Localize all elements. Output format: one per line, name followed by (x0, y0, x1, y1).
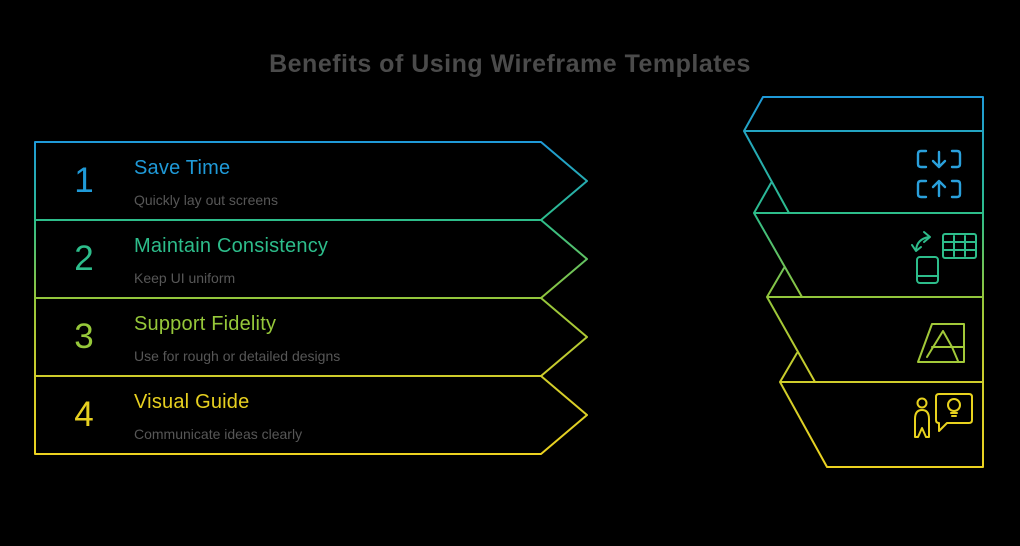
row-number: 1 (74, 161, 94, 200)
row-number: 4 (74, 395, 94, 434)
row-shape-4 (34, 375, 588, 455)
design-tool-icon (917, 323, 965, 363)
row-shape-1 (34, 141, 588, 221)
compress-arrows-icon (916, 149, 962, 199)
page-title: Benefits of Using Wireframe Templates (269, 50, 751, 78)
row-number: 2 (74, 239, 94, 278)
device-switch-icon (911, 231, 977, 284)
row-description: Keep UI uniform (134, 270, 236, 286)
row-description: Quickly lay out screens (134, 192, 278, 208)
row-title: Save Time (134, 157, 231, 179)
row-title: Visual Guide (134, 391, 250, 413)
row-shape-3 (34, 297, 588, 377)
row-description: Communicate ideas clearly (134, 426, 303, 442)
row-description: Use for rough or detailed designs (134, 348, 341, 364)
person-idea-icon (914, 393, 973, 438)
row-title: Support Fidelity (134, 313, 277, 335)
folded-ribbon (743, 96, 984, 468)
row-title: Maintain Consistency (134, 235, 329, 257)
row-number: 3 (74, 317, 94, 356)
row-shape-2 (34, 219, 588, 299)
